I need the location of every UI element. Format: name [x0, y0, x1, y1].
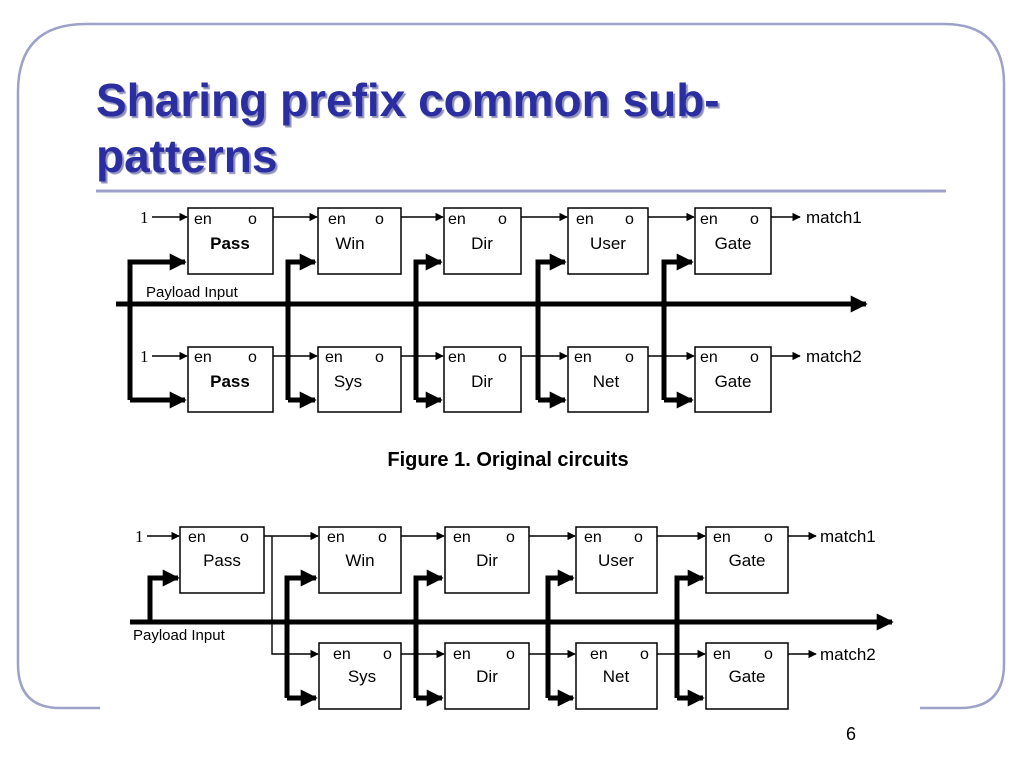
fig2-bottom-block-1: en o Sys	[318, 642, 402, 710]
frame-border	[16, 22, 1006, 710]
fig1-bottom-block-2: en o Sys	[317, 346, 402, 413]
svg-text:o: o	[383, 646, 392, 663]
svg-text:o: o	[750, 349, 759, 366]
fig1-bottom-block-2-label: Sys	[334, 372, 362, 391]
fig1-bottom-block-4: en o Net	[567, 346, 649, 413]
fig1-top-block-1: en o Pass	[187, 207, 274, 275]
fig1-bottom-block-5: en o Gate	[694, 346, 772, 413]
fig1-top-block-4: en o User	[567, 207, 649, 275]
svg-text:o: o	[634, 529, 643, 546]
fig1-bottom-block-4-label: Net	[593, 372, 620, 391]
svg-text:o: o	[248, 211, 257, 228]
fig2-bottom-block-3: en o Net	[575, 642, 658, 710]
title-line-2: patterns	[96, 130, 278, 182]
svg-text:en: en	[453, 646, 471, 663]
fig2-top-block-2: en o Win	[318, 526, 402, 594]
svg-text:o: o	[750, 211, 759, 228]
page-number: 6	[846, 724, 857, 744]
fig2-top-block-2-label: Win	[345, 551, 374, 570]
svg-text:o: o	[506, 646, 515, 663]
svg-text:en: en	[590, 646, 608, 663]
svg-text:en: en	[574, 349, 592, 366]
fig1-input-one-bottom: 1	[140, 347, 149, 366]
fig2-top-block-5-label: Gate	[729, 551, 766, 570]
fig2-top-block-1-label: Pass	[203, 551, 241, 570]
fig1-top-block-2: en o Win	[317, 207, 402, 275]
fig1-top-block-3-label: Dir	[471, 234, 493, 253]
fig1-payload-label: Payload Input	[146, 284, 239, 301]
fig2-bottom-block-1-label: Sys	[348, 667, 376, 686]
svg-text:en: en	[453, 529, 471, 546]
svg-text:en: en	[194, 211, 212, 228]
svg-text:o: o	[378, 529, 387, 546]
fig1-bottom-block-5-label: Gate	[715, 372, 752, 391]
figure-1-original-circuits: Payload Input 1 1 match1 match2	[116, 207, 868, 471]
fig1-bottom-block-3-label: Dir	[471, 372, 493, 391]
svg-text:o: o	[625, 349, 634, 366]
svg-text:o: o	[764, 529, 773, 546]
svg-text:en: en	[333, 646, 351, 663]
fig1-bottom-block-1-label: Pass	[210, 372, 250, 391]
fig2-output-match1: match1	[820, 527, 876, 546]
fig1-bottom-block-3: en o Dir	[443, 346, 522, 413]
fig1-output-match2: match2	[806, 347, 862, 366]
svg-text:o: o	[498, 349, 507, 366]
svg-text:o: o	[375, 211, 384, 228]
svg-text:o: o	[248, 349, 257, 366]
fig1-output-match1: match1	[806, 208, 862, 227]
svg-text:en: en	[188, 529, 206, 546]
svg-text:en: en	[328, 211, 346, 228]
svg-text:en: en	[700, 211, 718, 228]
fig2-bottom-block-2-label: Dir	[476, 667, 498, 686]
fig1-top-block-4-label: User	[590, 234, 626, 253]
fig1-input-one-top: 1	[140, 208, 149, 227]
svg-text:o: o	[506, 529, 515, 546]
svg-text:o: o	[240, 529, 249, 546]
fig2-bottom-block-4: en o Gate	[705, 642, 789, 710]
fig2-bottom-block-4-label: Gate	[729, 667, 766, 686]
fig2-input-one: 1	[135, 527, 144, 546]
svg-text:en: en	[194, 349, 212, 366]
svg-text:o: o	[498, 211, 507, 228]
fig1-bottom-block-1: en o Pass	[187, 346, 274, 413]
fig2-top-block-3-label: Dir	[476, 551, 498, 570]
fig1-top-block-2-label: Win	[335, 234, 364, 253]
fig2-top-block-4-label: User	[598, 551, 634, 570]
fig1-caption: Figure 1. Original circuits	[387, 449, 628, 471]
slide-title: Sharing prefix common sub- patterns	[96, 72, 916, 184]
fig1-top-block-1-label: Pass	[210, 234, 250, 253]
figure-2-shared-prefix: Payload Input 1 match1 match2 en o	[130, 526, 894, 710]
svg-text:o: o	[764, 646, 773, 663]
fig2-payload-label: Payload Input	[133, 627, 226, 644]
fig2-bottom-block-3-label: Net	[603, 667, 630, 686]
fig2-bottom-block-2: en o Dir	[444, 642, 530, 710]
fig2-output-match2: match2	[820, 645, 876, 664]
fig1-top-block-5-label: Gate	[715, 234, 752, 253]
svg-text:en: en	[584, 529, 602, 546]
svg-text:en: en	[448, 211, 466, 228]
svg-text:en: en	[327, 529, 345, 546]
svg-text:en: en	[576, 211, 594, 228]
svg-text:en: en	[325, 349, 343, 366]
svg-text:en: en	[700, 349, 718, 366]
fig1-top-block-5: en o Gate	[694, 207, 772, 275]
fig2-top-block-1: en o Pass	[179, 526, 265, 594]
svg-text:o: o	[640, 646, 649, 663]
fig2-top-block-5: en o Gate	[705, 526, 789, 594]
fig2-top-block-3: en o Dir	[444, 526, 530, 594]
title-line-1: Sharing prefix common sub-	[96, 74, 720, 126]
svg-text:en: en	[713, 529, 731, 546]
svg-text:en: en	[448, 349, 466, 366]
svg-text:o: o	[625, 211, 634, 228]
svg-text:o: o	[375, 349, 384, 366]
fig2-top-block-4: en o User	[575, 526, 658, 594]
fig1-top-block-3: en o Dir	[443, 207, 522, 275]
svg-text:en: en	[713, 646, 731, 663]
